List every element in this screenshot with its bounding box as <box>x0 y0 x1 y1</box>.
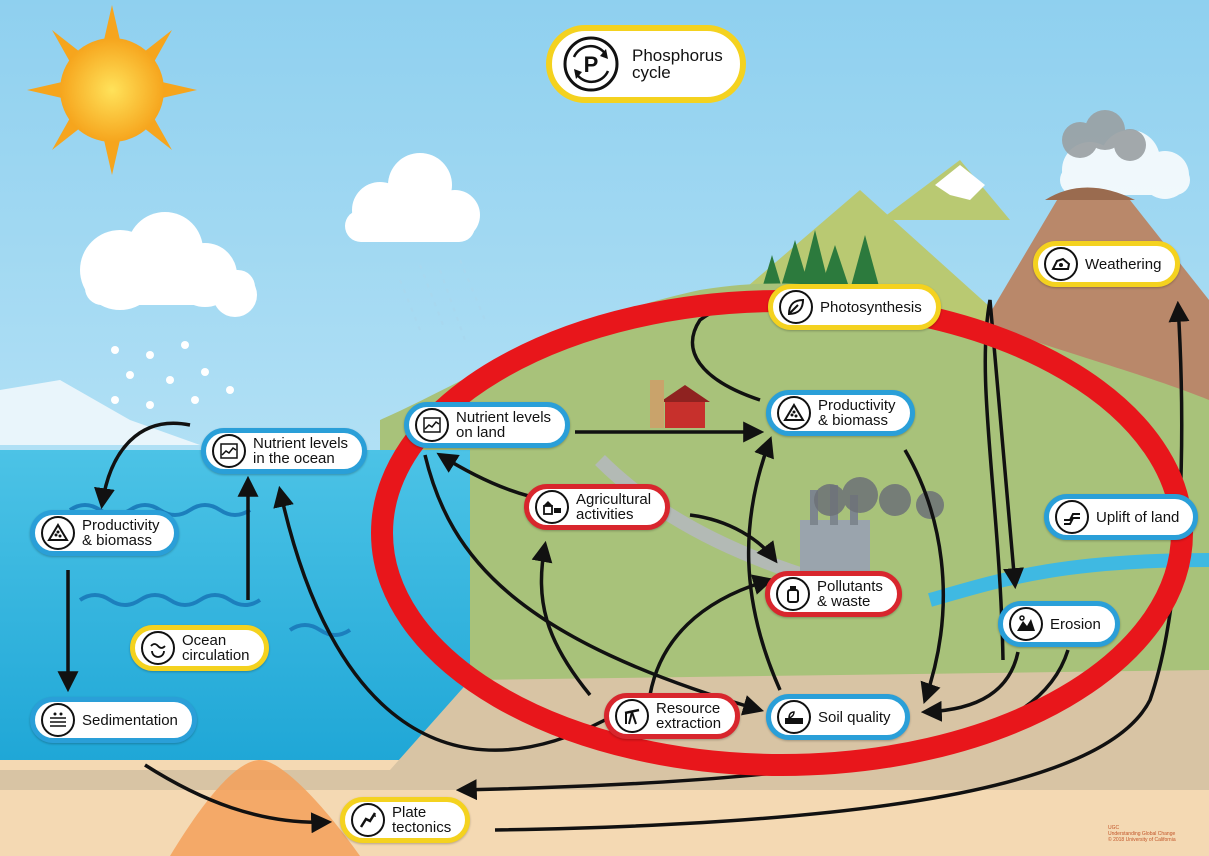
node-label: Nutrient levels on land <box>456 410 551 440</box>
node-label: Erosion <box>1050 617 1101 632</box>
biomass-icon <box>41 516 75 550</box>
node-nutrient-levels-land[interactable]: Nutrient levels on land <box>404 402 570 448</box>
leaf-icon <box>779 290 813 324</box>
node-label: Photosynthesis <box>820 300 922 315</box>
node-label: Productivity & biomass <box>818 398 896 428</box>
node-label: Productivity & biomass <box>82 518 160 548</box>
node-label: Nutrient levels in the ocean <box>253 436 348 466</box>
node-productivity-biomass-ocean[interactable]: Productivity & biomass <box>30 510 179 556</box>
sediment-icon <box>41 703 75 737</box>
node-agricultural-activities[interactable]: Agricultural activities <box>524 484 670 530</box>
node-label: Plate tectonics <box>392 805 451 835</box>
node-label: Ocean circulation <box>182 633 250 663</box>
node-label: Agricultural activities <box>576 492 651 522</box>
pumpjack-icon <box>615 699 649 733</box>
node-ocean-circulation[interactable]: Ocean circulation <box>130 625 269 671</box>
soil-icon <box>777 700 811 734</box>
phosphorus-cycle-title: P Phosphorus cycle <box>546 25 746 103</box>
node-photosynthesis[interactable]: Photosynthesis <box>768 284 941 330</box>
title-label: Phosphorus cycle <box>632 47 723 81</box>
node-label: Resource extraction <box>656 701 721 731</box>
node-nutrient-levels-ocean[interactable]: Nutrient levels in the ocean <box>201 428 367 474</box>
node-soil-quality[interactable]: Soil quality <box>766 694 910 740</box>
node-label: Sedimentation <box>82 713 178 728</box>
erosion-icon <box>1009 607 1043 641</box>
biomass-icon <box>777 396 811 430</box>
node-uplift-of-land[interactable]: Uplift of land <box>1044 494 1198 540</box>
nutrient-icon <box>212 434 246 468</box>
node-erosion[interactable]: Erosion <box>998 601 1120 647</box>
nutrient-icon <box>415 408 449 442</box>
svg-text:P: P <box>584 52 599 77</box>
node-sedimentation[interactable]: Sedimentation <box>30 697 197 743</box>
bottle-icon <box>776 577 810 611</box>
node-label: Pollutants & waste <box>817 579 883 609</box>
sun <box>27 5 197 175</box>
node-pollutants-waste[interactable]: Pollutants & waste <box>765 571 902 617</box>
circulation-icon <box>141 631 175 665</box>
node-productivity-biomass-land[interactable]: Productivity & biomass <box>766 390 915 436</box>
node-label: Weathering <box>1085 257 1161 272</box>
fault-icon <box>1055 500 1089 534</box>
rock-icon <box>1044 247 1078 281</box>
node-label: Soil quality <box>818 710 891 725</box>
node-weathering[interactable]: Weathering <box>1033 241 1180 287</box>
tectonics-icon <box>351 803 385 837</box>
node-resource-extraction[interactable]: Resource extraction <box>604 693 740 739</box>
node-plate-tectonics[interactable]: Plate tectonics <box>340 797 470 843</box>
node-label: Uplift of land <box>1096 510 1179 525</box>
phosphorus-cycle-icon: P <box>562 35 620 93</box>
farm-icon <box>535 490 569 524</box>
credit-text: UGC Understanding Global Change © 2018 U… <box>1108 825 1176 843</box>
